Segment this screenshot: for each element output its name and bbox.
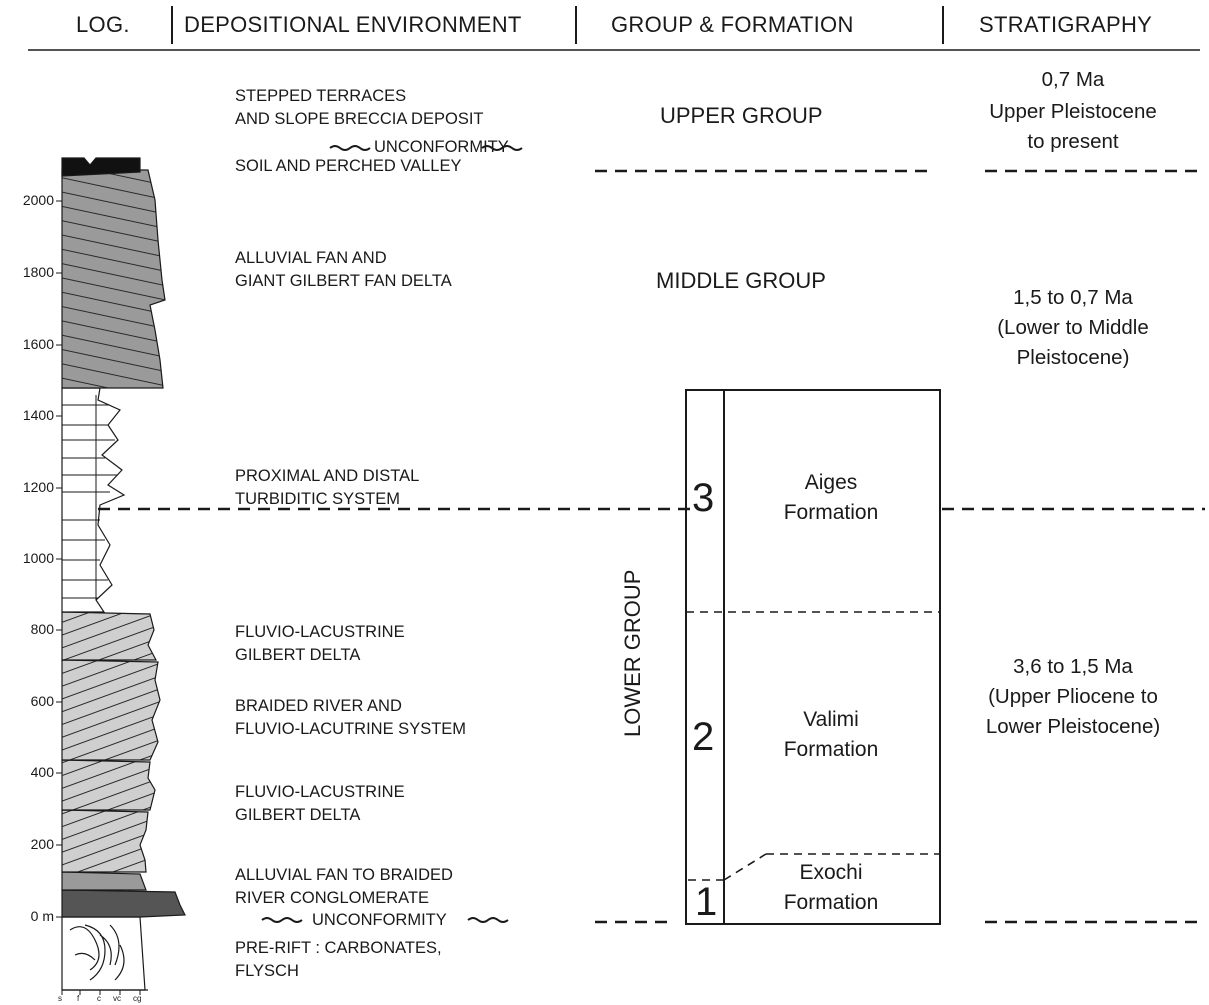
formation-number-3: 3 [692,476,715,520]
env-prerift-line2: FLYSCH [235,962,299,980]
env-braided-line2: FLUVIO-LACUTRINE SYSTEM [235,720,467,738]
strat-middle-line1: 1,5 to 0,7 Ma [1013,286,1133,309]
grain-size-label: vc [113,994,121,1003]
log-fan-delta [61,169,166,389]
env-unconformity-top: UNCONFORMITY [374,138,509,156]
log-braided [61,659,161,761]
axis-tick-label: 400 [30,764,54,780]
env-braided-line1: BRAIDED RIVER AND [235,697,402,715]
strat-lower-line2: (Upper Pliocene to [988,685,1158,708]
strat-upper-line2: Upper Pleistocene [989,100,1157,123]
formation-number-2: 2 [692,715,715,759]
formation-exochi-line2: Formation [783,891,879,914]
axis-tick-label: 600 [30,693,54,709]
stratigraphic-log [61,157,186,995]
log-conglomerate [61,889,186,918]
grain-size-label: s [58,994,62,1003]
formation-exochi-line1: Exochi [799,861,863,884]
env-fan-line2: GIANT GILBERT FAN DELTA [235,272,452,290]
env-turbidite-line1: PROXIMAL AND DISTAL [235,467,420,485]
grain-size-label: f [77,994,80,1003]
log-fluvio-upper [61,611,157,661]
env-prerift-line1: PRE-RIFT : CARBONATES, [235,939,442,957]
env-fan-line1: ALLUVIAL FAN AND [235,249,387,267]
env-conglomerate-line2: RIVER CONGLOMERATE [235,889,430,907]
axis-tick-label: 0 m [30,908,54,924]
env-fluvio-upper-line2: GILBERT DELTA [235,646,361,664]
log-turbidite [61,387,126,613]
strat-middle-line2: (Lower to Middle [997,316,1149,339]
env-soil: SOIL AND PERCHED VALLEY [235,157,462,175]
env-turbidite-line2: TURBIDITIC SYSTEM [235,490,401,508]
axis-tick-label: 1200 [22,479,54,495]
group-upper: UPPER GROUP [660,103,823,128]
log-fluvio-lower [61,809,149,873]
log-soil-top [61,157,141,177]
formation-box [685,389,941,925]
formation-valimi-line1: Valimi [803,708,859,731]
header-log: LOG. [76,12,130,37]
env-terraces-line2: AND SLOPE BRECCIA DEPOSIT [235,110,484,128]
env-fluvio-upper-line1: FLUVIO-LACUSTRINE [235,623,405,641]
axis-tick-label: 2000 [22,192,54,208]
grain-size-label: c [97,994,101,1003]
boundary-lines [98,169,1205,924]
env-conglomerate-line1: ALLUVIAL FAN TO BRAIDED [235,866,453,884]
strat-middle-line3: Pleistocene) [1016,346,1130,369]
env-terraces-line1: STEPPED TERRACES [235,87,407,105]
formation-number-1: 1 [695,880,718,924]
env-fluvio-lower-line2: GILBERT DELTA [235,806,361,824]
axis-ticks [56,200,62,918]
env-unconformity-bottom: UNCONFORMITY [312,911,447,929]
formation-aiges-line2: Formation [783,501,879,524]
axis-tick-label: 200 [30,836,54,852]
group-lower: LOWER GROUP [620,569,645,737]
strat-lower-line1: 3,6 to 1,5 Ma [1013,655,1133,678]
axis-tick-label: 1800 [22,264,54,280]
axis-tick-label: 1000 [22,550,54,566]
strat-upper-line3: to present [1027,130,1119,153]
formation-aiges-line1: Aiges [804,471,858,494]
axis-tick-label: 1400 [22,407,54,423]
unconformity-wiggles [261,145,523,923]
header-group-formation: GROUP & FORMATION [611,12,854,37]
formation-valimi-line2: Formation [783,738,879,761]
header-environment: DEPOSITIONAL ENVIRONMENT [184,12,522,37]
axis-tick-label: 800 [30,621,54,637]
strat-upper-line1: 0,7 Ma [1041,68,1105,91]
grain-size-label: cg [133,994,142,1003]
axis-tick-label: 1600 [22,336,54,352]
group-middle: MIDDLE GROUP [656,268,826,293]
header-stratigraphy: STRATIGRAPHY [979,12,1153,37]
env-fluvio-lower-line1: FLUVIO-LACUSTRINE [235,783,405,801]
strat-lower-line3: Lower Pleistocene) [985,715,1161,738]
